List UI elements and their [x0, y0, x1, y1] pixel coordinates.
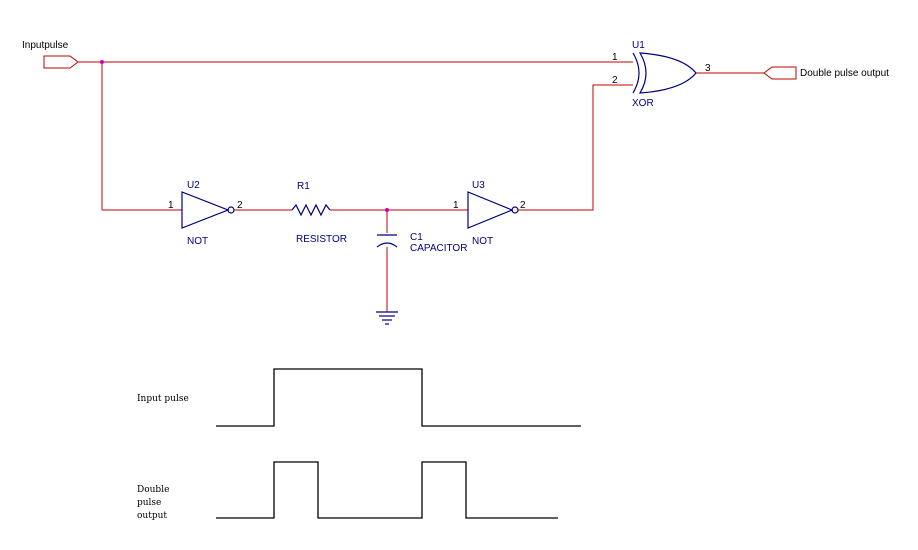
not-gate-u3-bubble	[511, 206, 519, 214]
input-port-symbol	[43, 55, 79, 69]
output-waveform-label-line-1: Double	[137, 485, 169, 495]
xor-gate-extra-arc	[632, 52, 640, 94]
u1-pin-1: 1	[612, 52, 618, 63]
output-port: Double pulse output	[763, 66, 889, 80]
output-waveform-label-line-3: output	[137, 511, 167, 521]
junction-dot	[100, 60, 104, 64]
c1-type: CAPACITOR	[410, 243, 467, 254]
resistor-r1: R1 RESISTOR	[291, 181, 347, 245]
c1-ref: C1	[410, 232, 423, 243]
input-port-label: Inputpulse	[22, 40, 69, 51]
u1-ref: U1	[632, 40, 645, 51]
wire-u3-to-xor	[518, 84, 633, 211]
u1-type: XOR	[632, 98, 654, 109]
output-port-symbol	[763, 66, 797, 80]
u3-pin-2: 2	[520, 200, 526, 211]
u1-pin-2: 2	[612, 75, 618, 86]
output-port-label: Double pulse output	[800, 68, 889, 79]
u3-type: NOT	[472, 236, 493, 247]
xor-gate-u1: U1 XOR 1 2 3	[612, 40, 711, 109]
not-gate-u3-body	[467, 191, 514, 229]
u2-ref: U2	[187, 180, 200, 191]
wires	[78, 61, 764, 312]
output-waveform-label-line-2: pulse	[137, 498, 161, 508]
xor-gate-body	[638, 52, 697, 94]
u3-pin-1: 1	[453, 200, 459, 211]
u1-pin-3: 3	[705, 63, 711, 74]
u2-type: NOT	[187, 236, 208, 247]
not-gate-u2: U2 NOT 1 2	[168, 180, 243, 247]
u3-ref: U3	[472, 180, 485, 191]
output-waveform: Double pulse output	[137, 461, 558, 521]
output-waveform-trace	[216, 461, 558, 519]
not-gate-u3: U3 NOT 1 2	[453, 180, 526, 247]
not-gate-u2-body	[181, 191, 230, 229]
u2-pin-1: 1	[168, 200, 174, 211]
r1-type: RESISTOR	[296, 234, 347, 245]
r1-ref: R1	[297, 181, 310, 192]
capacitor-plate-bottom	[376, 242, 398, 248]
capacitor-c1: C1 CAPACITOR	[376, 232, 467, 254]
resistor-zigzag	[291, 203, 331, 217]
not-gate-u2-bubble	[227, 206, 235, 214]
junction-dot	[385, 208, 389, 212]
input-waveform-trace	[216, 368, 581, 427]
input-waveform: Input pulse	[137, 368, 581, 427]
ground-symbol	[376, 311, 398, 325]
u2-pin-2: 2	[237, 200, 243, 211]
input-port: Inputpulse	[22, 40, 79, 69]
input-waveform-label: Input pulse	[137, 394, 189, 404]
